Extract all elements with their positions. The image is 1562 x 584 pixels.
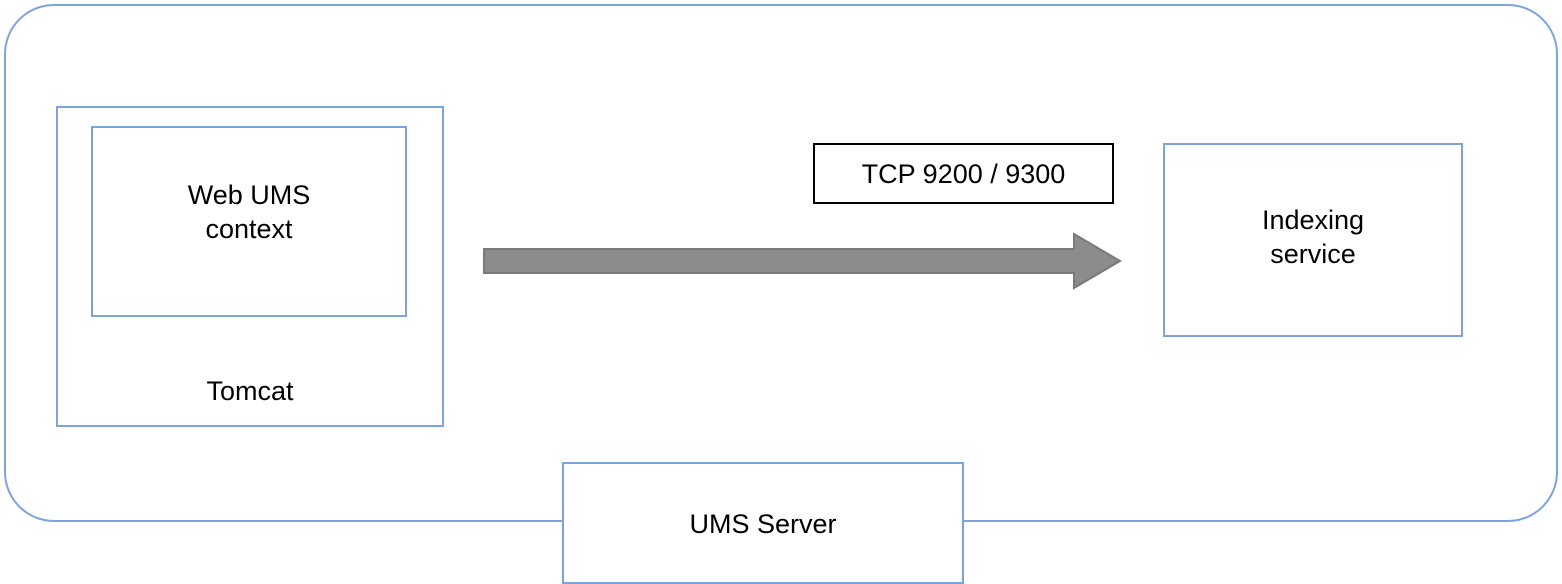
node-web-ums-context-label: Web UMS context — [187, 180, 311, 244]
data-flow-arrow — [483, 232, 1122, 290]
protocol-label-box: TCP 9200 / 9300 — [813, 143, 1114, 204]
node-indexing-service[interactable]: Indexing service — [1163, 143, 1463, 337]
node-tomcat-label: Tomcat — [206, 376, 294, 406]
node-web-ums-context[interactable]: Web UMS context — [91, 126, 407, 317]
ums-server-label-box[interactable]: UMS Server — [562, 462, 964, 584]
node-indexing-service-label: Indexing service — [1261, 205, 1365, 269]
protocol-label-text: TCP 9200 / 9300 — [861, 158, 1066, 189]
arrow-shape — [483, 232, 1122, 290]
ums-server-label-text: UMS Server — [689, 509, 837, 539]
